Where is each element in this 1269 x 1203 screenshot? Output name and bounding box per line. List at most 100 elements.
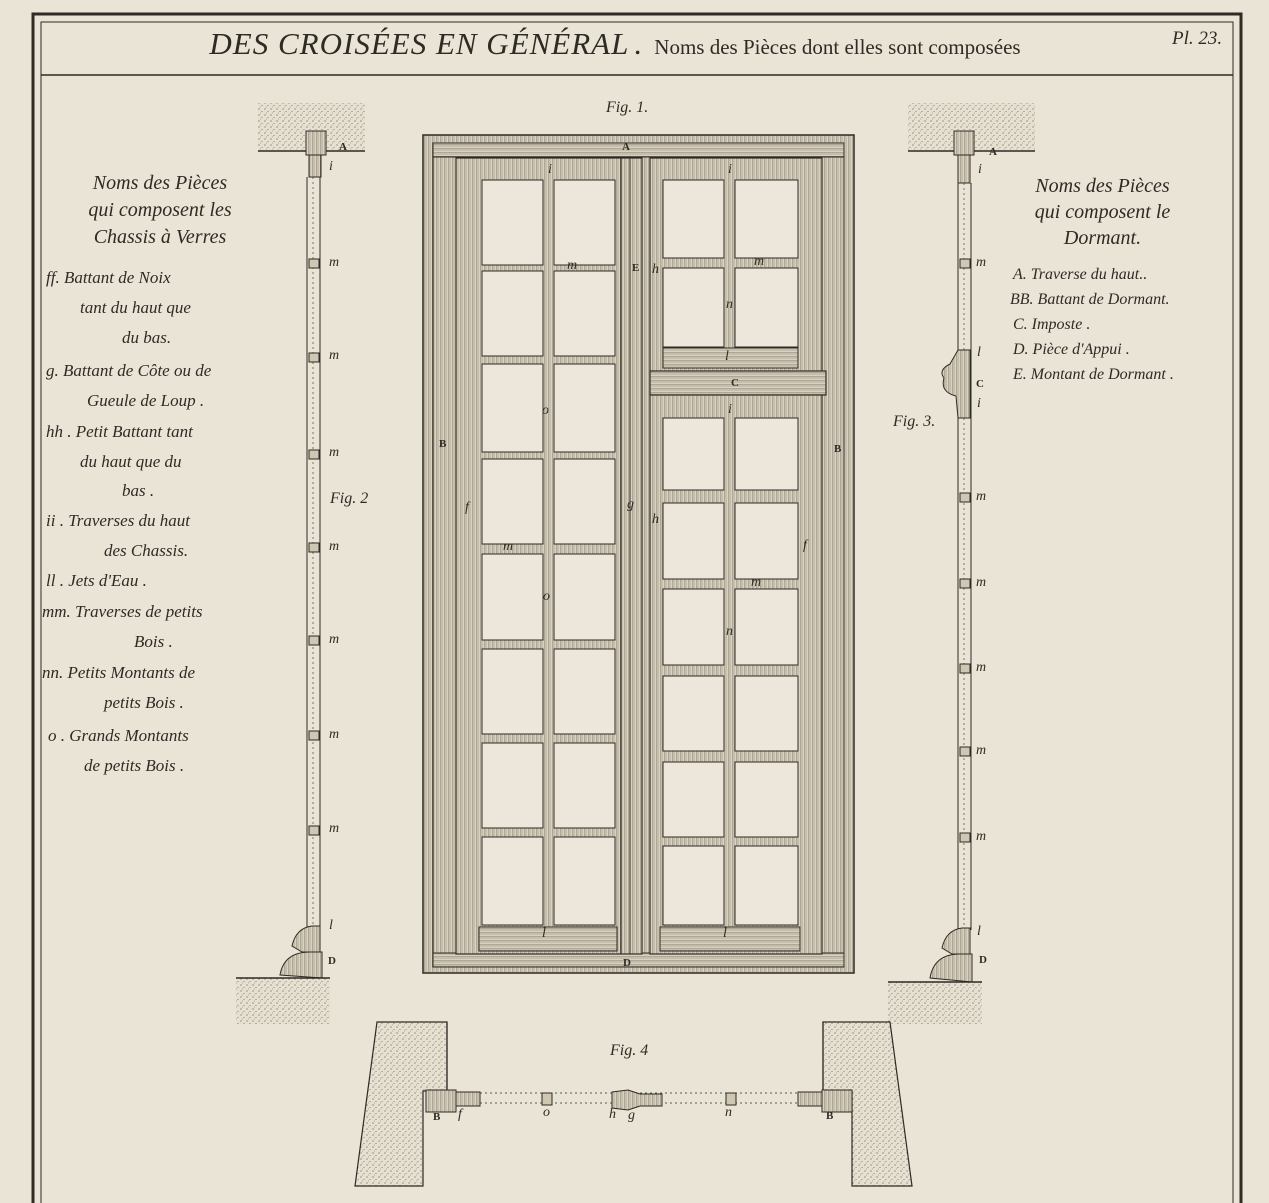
label-m: m <box>329 255 340 270</box>
label-B: B <box>439 438 447 450</box>
label-o: o <box>542 403 549 418</box>
label-h: h <box>652 512 659 527</box>
label-o: o <box>543 1105 550 1120</box>
fig4-caption: Fig. 4 <box>610 1042 649 1059</box>
left-legend-item: de petits Bois . <box>84 756 185 775</box>
left-legend-item: hh . Petit Battant tant <box>46 422 193 441</box>
label-f: f <box>803 538 807 553</box>
label-C: C <box>976 378 984 390</box>
label-m: m <box>329 539 340 554</box>
left-legend-item: o . Grands Montants <box>48 726 189 745</box>
label-g: g <box>628 1108 635 1123</box>
left-legend-heading-3: Chassis à Verres <box>93 226 227 248</box>
label-l: l <box>977 345 981 360</box>
plate-number: Pl. 23. <box>1172 28 1223 49</box>
label-l: l <box>977 924 981 939</box>
label-m: m <box>329 348 340 363</box>
fig3-caption: Fig. 3. <box>893 413 936 430</box>
title-subtitle: Noms des Pièces dont elles sont composée… <box>654 35 1021 59</box>
fig2-caption: Fig. 2 <box>330 490 369 507</box>
label-f: f <box>458 1107 462 1122</box>
left-legend-item: mm. Traverses de petits <box>42 602 203 621</box>
label-D: D <box>979 954 987 966</box>
label-l: l <box>329 918 333 933</box>
left-legend-item: petits Bois . <box>104 693 184 712</box>
left-legend-item: ii . Traverses du haut <box>46 511 191 530</box>
label-m: m <box>329 632 340 647</box>
right-legend-heading-2: qui composent le <box>1034 201 1171 223</box>
left-legend-item: Bois . <box>134 632 173 651</box>
label-m: m <box>976 255 987 270</box>
left-legend-item: bas . <box>122 481 155 500</box>
left-legend-item: nn. Petits Montants de <box>42 663 195 682</box>
right-legend-heading-3: Dormant. <box>1063 227 1142 249</box>
label-l: l <box>723 926 727 941</box>
label-i: i <box>329 159 333 174</box>
fig2-section <box>236 103 365 1024</box>
left-legend-item: du bas. <box>122 328 172 347</box>
label-i: i <box>548 162 552 177</box>
label-f: f <box>465 500 469 515</box>
label-m: m <box>754 254 765 269</box>
fig1-window <box>422 134 855 974</box>
left-legend-item: ff. Battant de Noix <box>46 268 171 287</box>
label-B: B <box>834 443 842 455</box>
label-i: i <box>978 162 982 177</box>
label-D: D <box>623 957 631 969</box>
label-i: i <box>728 162 732 177</box>
right-legend-item: BB. Battant de Dormant. <box>1010 291 1170 308</box>
label-o: o <box>543 589 550 604</box>
left-legend-item: du haut que du <box>80 452 182 471</box>
left-legend-item: g. Battant de Côte ou de <box>46 361 212 380</box>
label-g: g <box>627 497 634 512</box>
label-i: i <box>728 402 732 417</box>
label-E: E <box>632 262 640 274</box>
label-A: A <box>989 146 997 158</box>
title-main: DES CROISÉES EN GÉNÉRAL <box>209 26 630 61</box>
label-m: m <box>329 445 340 460</box>
label-m: m <box>329 821 340 836</box>
left-legend-item: tant du haut que <box>80 298 191 317</box>
label-m: m <box>751 575 762 590</box>
right-legend-heading-1: Noms des Pièces <box>1035 175 1170 197</box>
left-legend-heading-1: Noms des Pièces <box>92 172 228 194</box>
fig3-section <box>888 103 1035 1024</box>
plate-title: DES CROISÉES EN GÉNÉRAL . Noms des Pièce… <box>0 26 1230 62</box>
left-legend-item: des Chassis. <box>104 541 189 560</box>
label-l: l <box>725 349 729 364</box>
label-m: m <box>567 258 578 273</box>
plate-border <box>31 12 1243 1203</box>
label-m: m <box>976 829 987 844</box>
label-m: m <box>503 539 514 554</box>
right-legend-item: A. Traverse du haut.. <box>1013 266 1148 283</box>
label-D: D <box>328 955 336 967</box>
fig1-caption: Fig. 1. <box>606 99 649 116</box>
label-m: m <box>976 660 987 675</box>
label-B: B <box>433 1111 441 1123</box>
label-n: n <box>726 297 733 312</box>
title-separator: . <box>634 26 644 61</box>
left-legend-item: Gueule de Loup . <box>87 391 205 410</box>
label-A: A <box>622 141 630 153</box>
label-i: i <box>977 396 981 411</box>
label-m: m <box>976 489 987 504</box>
label-h: h <box>609 1107 616 1122</box>
label-A: A <box>339 141 347 153</box>
label-m: m <box>329 727 340 742</box>
label-m: m <box>976 575 987 590</box>
label-n: n <box>725 1105 732 1120</box>
label-h: h <box>652 262 659 277</box>
left-legend-item: ll . Jets d'Eau . <box>46 571 147 590</box>
label-C: C <box>731 377 739 389</box>
right-legend-item: C. Imposte . <box>1013 316 1091 333</box>
label-m: m <box>976 743 987 758</box>
label-l: l <box>542 926 546 941</box>
label-B: B <box>826 1110 834 1122</box>
right-legend-item: E. Montant de Dormant . <box>1013 366 1174 383</box>
fig4-plan <box>354 1021 913 1187</box>
left-legend-heading-2: qui composent les <box>88 199 232 221</box>
right-legend-item: D. Pièce d'Appui . <box>1013 341 1130 358</box>
label-n: n <box>726 624 733 639</box>
